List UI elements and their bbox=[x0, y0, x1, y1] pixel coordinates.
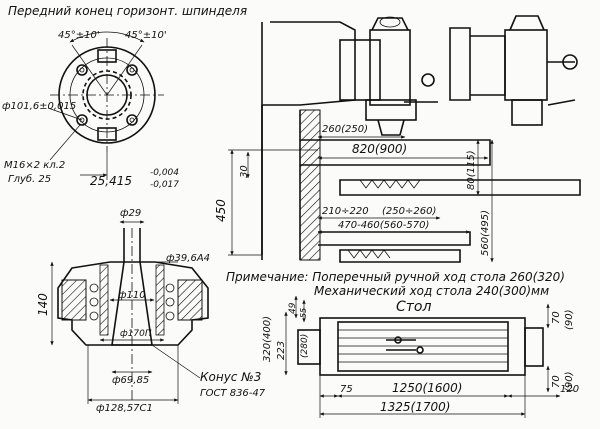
table-dim-1250: 1250(1600) bbox=[392, 381, 463, 395]
taper-dim-128: ф128,57С1 bbox=[96, 403, 153, 414]
table-dim-90-top: (90) bbox=[564, 309, 575, 330]
dim-250-260-label: (250÷260) bbox=[382, 206, 437, 217]
spindle-end-title: Передний конец горизонт. шпинделя bbox=[8, 4, 248, 18]
diameter-label: ф101,6±0,015 bbox=[2, 101, 77, 112]
offset-tol-upper: -0,004 bbox=[150, 168, 180, 178]
taper-dim-110: ф110 bbox=[118, 290, 146, 301]
thread-depth-label: Глуб. 25 bbox=[8, 174, 52, 185]
dim-560-label: 560(495) bbox=[480, 210, 491, 256]
table-dim-320: 320(400) bbox=[262, 316, 273, 362]
thread-note-label: M16×2 кл.2 bbox=[4, 160, 66, 171]
taper-dim-39: ф39,6А4 bbox=[166, 253, 211, 264]
spindle-taper-section bbox=[50, 220, 209, 404]
spindle-end-view bbox=[47, 31, 164, 180]
table-dim-280: (280) bbox=[300, 333, 310, 358]
dim-820-label: 820(900) bbox=[352, 142, 408, 156]
table-plan-view bbox=[284, 295, 561, 418]
dim-470-label: 470-460(560-570) bbox=[338, 220, 430, 231]
table-dim-120: 120 bbox=[560, 384, 580, 395]
note-line-2: Механический ход стола 240(300)мм bbox=[314, 284, 550, 298]
gost-label: ГОСТ 836-47 bbox=[200, 388, 266, 399]
table-dim-70-top: 70 bbox=[551, 311, 562, 324]
offset-tol-lower: -0,017 bbox=[150, 180, 180, 190]
dim-30-label: 30 bbox=[239, 165, 250, 178]
table-dim-55: 55 bbox=[299, 307, 308, 318]
taper-dim-140: 140 bbox=[36, 293, 50, 316]
angle-right-label: 45°±10' bbox=[125, 30, 167, 41]
dim-450-label: 450 bbox=[214, 199, 228, 222]
dim-80-label: 80(115) bbox=[466, 150, 477, 190]
table-dim-1325: 1325(1700) bbox=[380, 400, 451, 414]
table-dim-223: 223 bbox=[276, 340, 287, 360]
table-dim-75: 75 bbox=[340, 384, 353, 395]
dim-260-label: 260(250) bbox=[322, 124, 368, 135]
offset-value-label: 25,415 bbox=[90, 174, 132, 188]
dim-210-label: 210÷220 bbox=[322, 206, 369, 217]
taper-dim-69: ф69,85 bbox=[112, 375, 150, 386]
note-line-1: Примечание: Поперечный ручной ход стола … bbox=[226, 270, 565, 284]
cone-label: Конус №3 bbox=[200, 370, 262, 384]
taper-dim-170: ф170П bbox=[120, 329, 152, 339]
side-elevation-view bbox=[228, 15, 581, 263]
table-title: Стол bbox=[396, 299, 432, 315]
taper-dim-29: ф29 bbox=[120, 208, 142, 219]
angle-left-label: 45°±10' bbox=[58, 30, 100, 41]
